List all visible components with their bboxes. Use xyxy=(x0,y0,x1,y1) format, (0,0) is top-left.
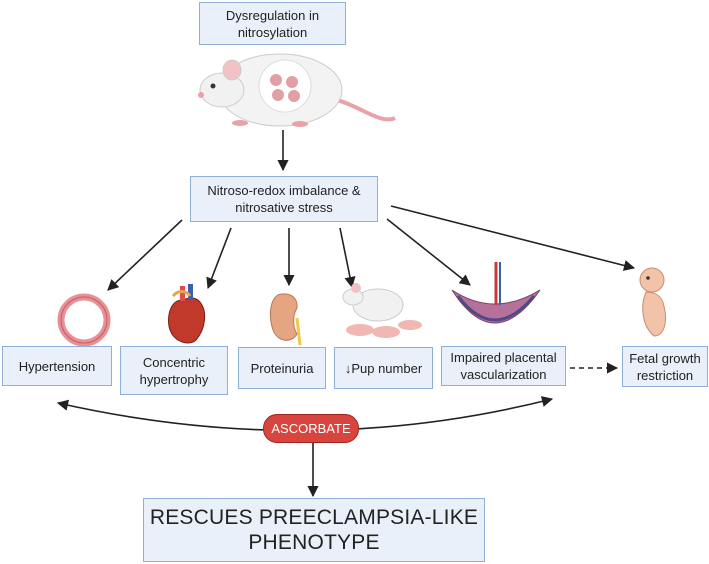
proteinuria-box: Proteinuria xyxy=(238,347,326,389)
placental-line-2: vascularization xyxy=(460,367,547,382)
fetal-line-2: restriction xyxy=(636,367,694,383)
arrow-to-fetus xyxy=(390,205,636,271)
dysregulation-line-1: Dysregulation in xyxy=(225,7,320,23)
fetal-line-1: Fetal growth xyxy=(629,350,701,366)
dysregulation-box: Dysregulation in nitrosylation xyxy=(199,2,346,45)
hypertension-box: Hypertension xyxy=(2,346,112,386)
ascorbate-badge: ASCORBATE xyxy=(263,414,359,443)
pup-number-box: ↓Pup number xyxy=(334,347,433,389)
nitroso-redox-line-2: nitrosative stress xyxy=(235,200,333,215)
dysregulation-line-2: nitrosylation xyxy=(237,24,308,40)
pregnant-mouse-icon xyxy=(198,53,396,127)
arrow-to-placenta xyxy=(386,218,471,286)
placental-vascularization-box: Impaired placental vascularization xyxy=(441,346,566,386)
fetus-icon xyxy=(639,267,667,337)
arrow-to-pup-number xyxy=(339,227,356,289)
concentric-hypertrophy-box: Concentric hypertrophy xyxy=(120,346,228,395)
heart-icon xyxy=(168,284,206,344)
rescue-line-1: RESCUES PREECLAMPSIA-LIKE xyxy=(149,506,479,529)
hypertension-label: Hypertension xyxy=(18,358,96,374)
placenta-icon xyxy=(451,262,541,324)
arrow-to-hypertrophy xyxy=(206,227,232,290)
placental-line-1: Impaired placental xyxy=(450,350,557,365)
arrow-to-hypertension xyxy=(107,219,183,291)
kidney-icon xyxy=(269,293,302,346)
nitroso-redox-box: Nitroso-redox imbalance & nitrosative st… xyxy=(190,176,378,222)
nitroso-redox-line-1: Nitroso-redox imbalance & xyxy=(207,183,361,198)
ascorbate-label: ASCORBATE xyxy=(271,421,351,436)
pup-number-label: ↓Pup number xyxy=(344,360,423,376)
fetal-growth-box: Fetal growth restriction xyxy=(622,346,708,387)
hypertrophy-line-2: hypertrophy xyxy=(139,371,209,387)
proteinuria-label: Proteinuria xyxy=(250,360,314,376)
mouse-pups-icon xyxy=(342,283,422,338)
vessel-ring-icon xyxy=(57,293,111,347)
rescue-phenotype-box: RESCUES PREECLAMPSIA-LIKE PHENOTYPE xyxy=(143,498,485,562)
hypertrophy-line-1: Concentric xyxy=(142,354,206,370)
rescue-line-2: PHENOTYPE xyxy=(248,531,380,554)
